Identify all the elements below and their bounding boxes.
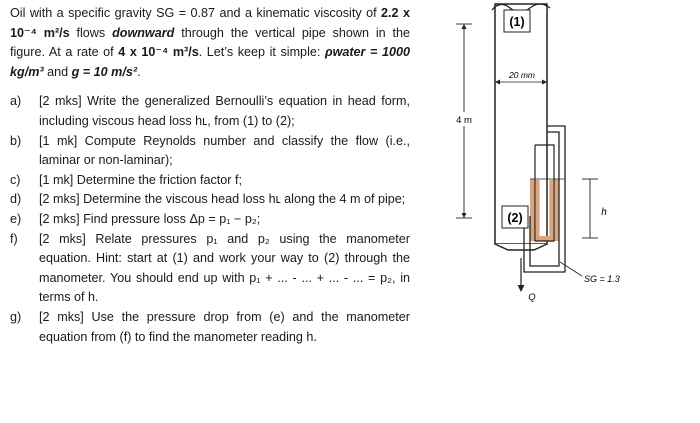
- pipe-manometer-figure: (1) 20 mm 4 m (2) h SG = 1.3 Q: [452, 3, 620, 303]
- diameter-arrow-left: [495, 79, 500, 85]
- manometer-tube-outer: [523, 125, 566, 273]
- question-b: b) [1 mk] Compute Reynolds number and cla…: [10, 132, 410, 171]
- question-letter: f): [10, 231, 18, 246]
- question-e: e) [2 mks] Find pressure loss Δp = p₁ − p…: [10, 210, 410, 230]
- flow-arrow-head: [517, 285, 525, 292]
- intro-text: flows: [69, 25, 113, 40]
- manometer-tube-inner: [529, 131, 560, 267]
- question-letter: g): [10, 309, 22, 324]
- manometer-fluid-u-right: [549, 180, 554, 240]
- intro-text: Oil with a specific gravity SG = 0.87 an…: [10, 6, 377, 20]
- length-arrow-bottom: [461, 213, 467, 218]
- problem-intro: Oil with a specific gravity SG = 0.87 an…: [10, 4, 410, 82]
- sg-leader: [559, 261, 583, 277]
- manometer-fluid-u-left: [535, 180, 540, 240]
- question-letter: d): [10, 192, 22, 207]
- station-2-box: [501, 205, 529, 229]
- question-list: a) [2 mks] Write the generalized Bernoull…: [10, 92, 410, 347]
- intro-text: . Let’s keep it simple:: [198, 45, 325, 60]
- manometer-fluid-bottom: [530, 236, 559, 241]
- flow-rate-value: 4 x 10⁻⁴ m³/s: [118, 45, 199, 60]
- length-label: 4 m: [456, 115, 472, 126]
- question-text: [2 mks] Use the pressure drop from (e) a…: [39, 309, 410, 344]
- question-letter: a): [10, 94, 22, 109]
- question-g: g) [2 mks] Use the pressure drop from (e)…: [10, 308, 410, 347]
- question-text: [1 mk] Compute Reynolds number and class…: [39, 133, 410, 168]
- question-a: a) [2 mks] Write the generalized Bernoull…: [10, 92, 410, 131]
- question-letter: e): [10, 211, 22, 226]
- question-text: [1 mk] Determine the friction factor f;: [39, 172, 242, 187]
- manometer-u-inner: [534, 144, 555, 242]
- length-arrow-top: [461, 24, 467, 29]
- question-text: [2 mks] Determine the viscous head loss …: [39, 192, 406, 207]
- pipe-outlet: [494, 243, 548, 251]
- h-label: h: [601, 207, 607, 218]
- diameter-arrow-right: [542, 79, 547, 85]
- manometer-fluid-right: [554, 179, 559, 241]
- question-text: [2 mks] Find pressure loss Δp = p₁ − p₂;: [39, 211, 261, 226]
- question-text: [2 mks] Relate pressures p₁ and p₂ using…: [39, 231, 410, 305]
- question-f: f) [2 mks] Relate pressures p₁ and p₂ usi…: [10, 230, 410, 308]
- sg-label: SG = 1.3: [584, 274, 620, 284]
- downward-word: downward: [112, 25, 175, 40]
- problem-text: Oil with a specific gravity SG = 0.87 an…: [10, 4, 410, 347]
- intro-text: through the vertical pipe shown in the f…: [10, 25, 410, 60]
- question-text: [2 mks] Write the generalized Bernoulli’…: [39, 94, 410, 128]
- intro-text: .: [137, 64, 141, 79]
- question-c: c) [1 mk] Determine the friction factor f…: [10, 171, 410, 191]
- manometer-fluid-left: [530, 179, 535, 241]
- viscosity-value: 2.2 x 10⁻⁴ m²/s: [10, 6, 410, 40]
- question-letter: c): [10, 172, 21, 187]
- question-letter: b): [10, 133, 22, 148]
- question-d: d) [2 mks] Determine the viscous head los…: [10, 190, 410, 210]
- flow-q-label: Q: [528, 292, 536, 303]
- station-2-label: (2): [507, 211, 522, 225]
- diameter-label: 20 mm: [508, 70, 535, 80]
- intro-text: and: [43, 64, 72, 79]
- station-1-label: (1): [509, 15, 524, 29]
- gravity-value: g = 10 m/s²: [71, 64, 138, 79]
- density-value: ρwater = 1000 kg/m³: [10, 45, 410, 79]
- station-1-box: [503, 9, 531, 33]
- length-label-bg: [452, 112, 476, 126]
